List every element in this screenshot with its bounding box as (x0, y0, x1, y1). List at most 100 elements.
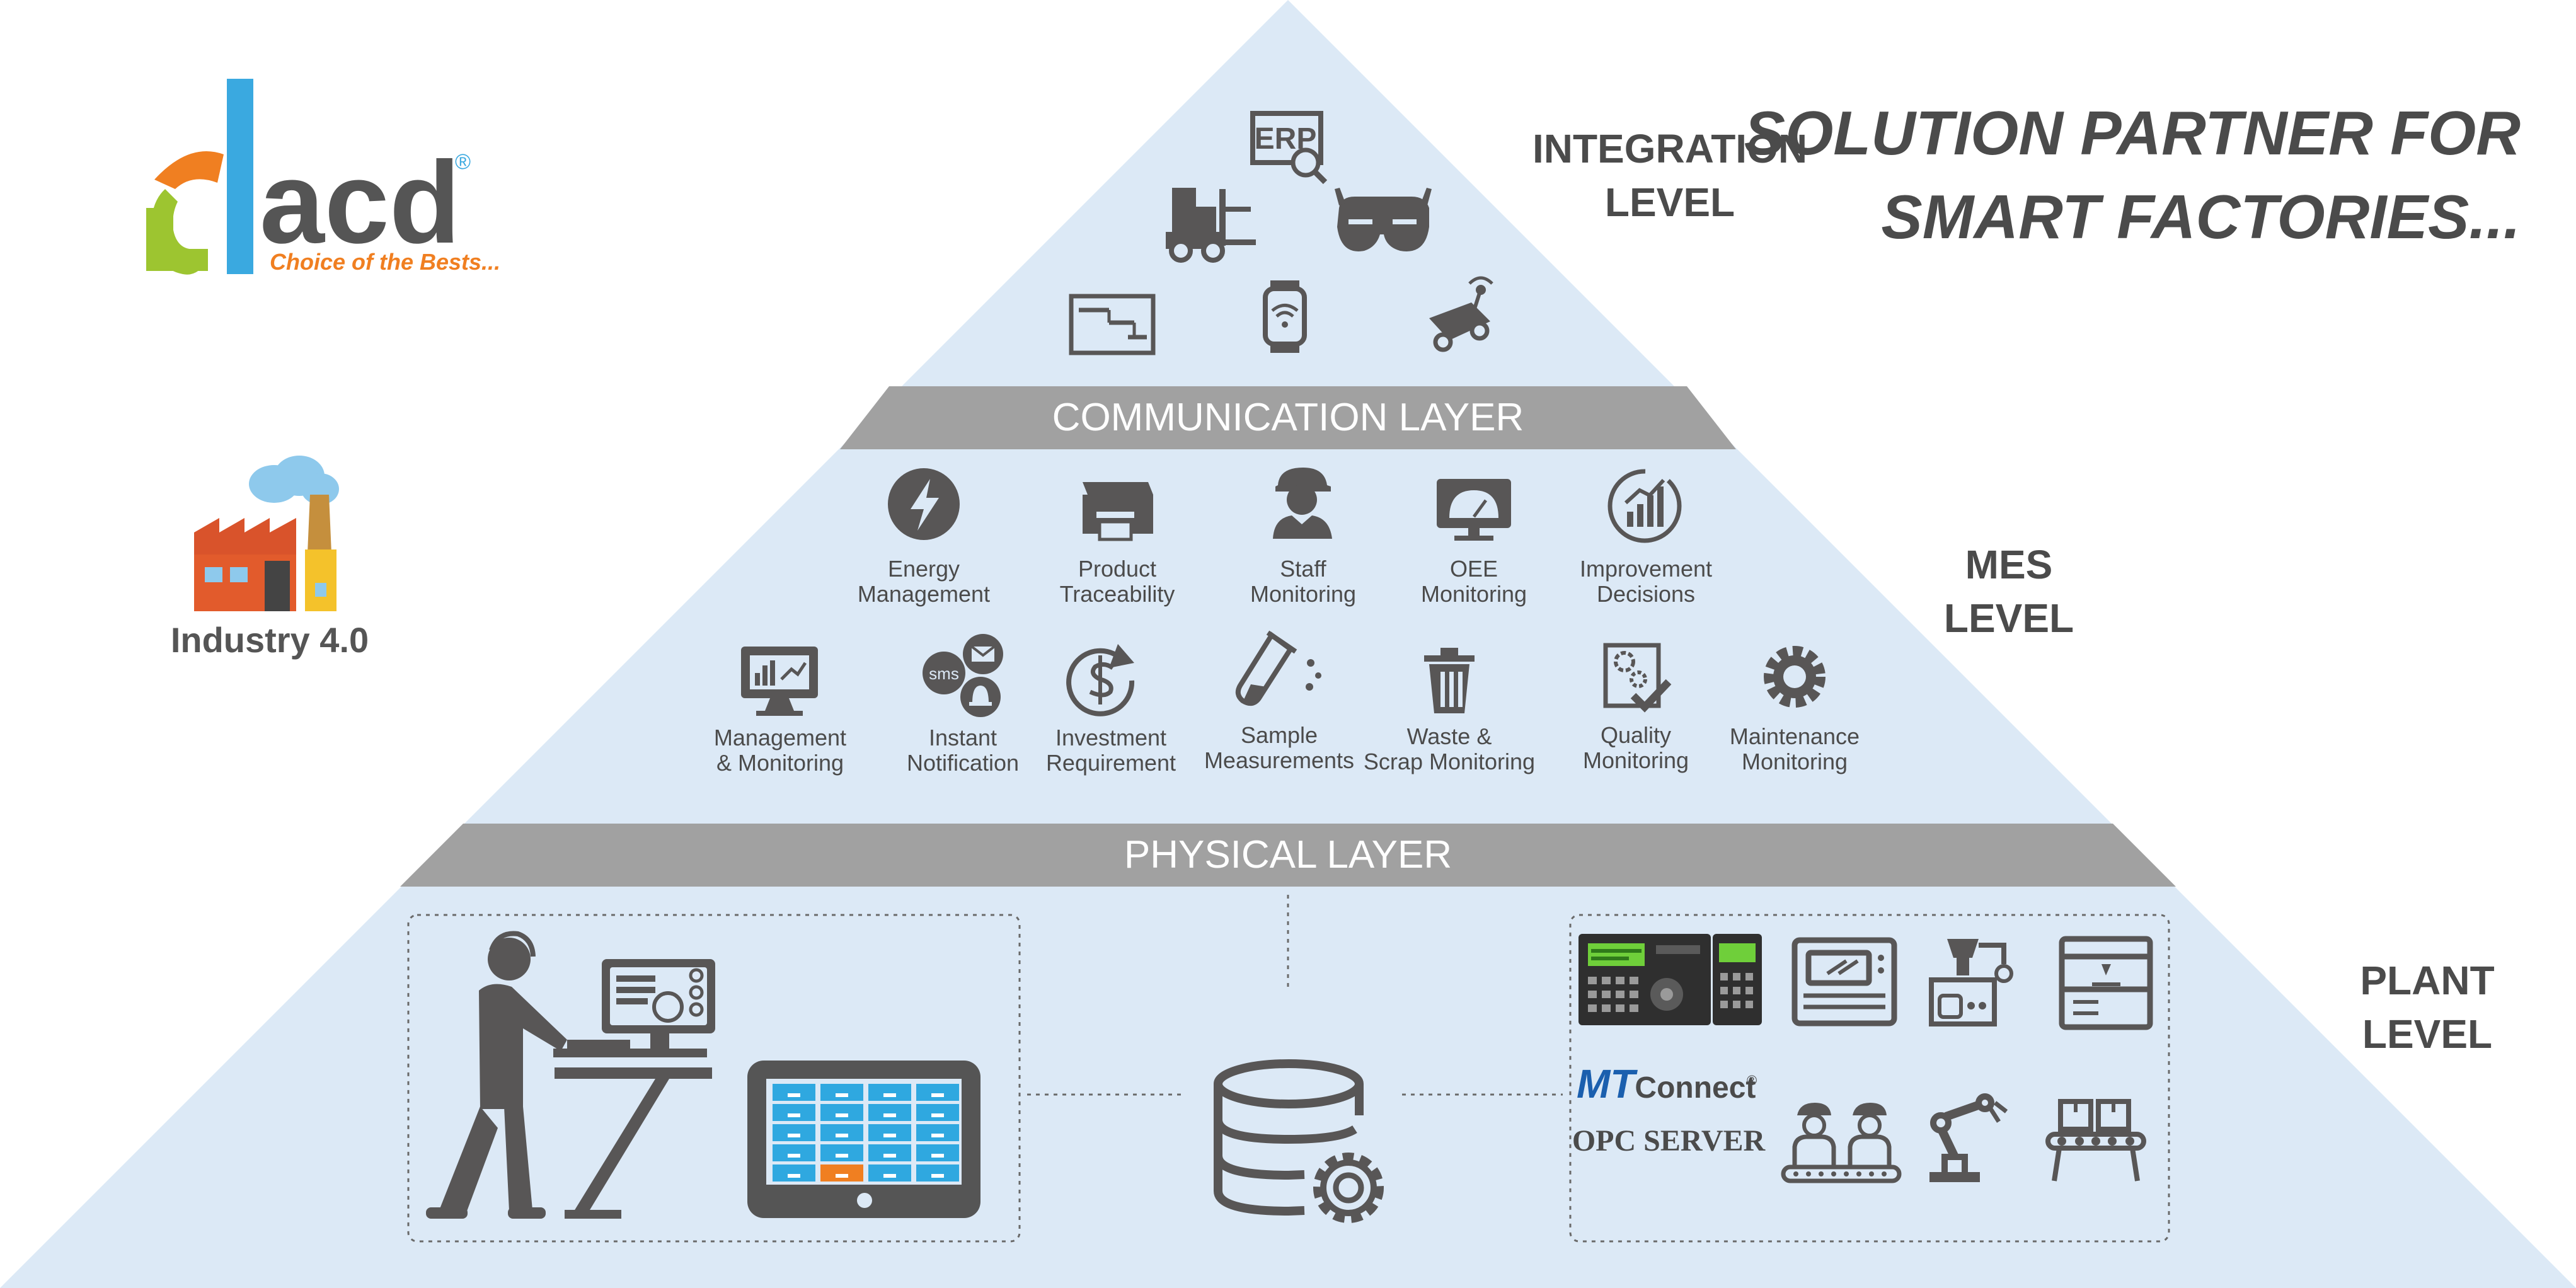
logo-registered-mark: ® (455, 150, 471, 174)
tablet-tile-glyph (836, 1113, 848, 1117)
tablet-tile (773, 1144, 815, 1161)
quality-label-1: Quality (1601, 722, 1671, 748)
tablet-tile (868, 1124, 911, 1141)
robot-arm-icon (1929, 1093, 2008, 1182)
tablet-tile-glyph (836, 1174, 848, 1178)
mes-level-line1: MES (1965, 542, 2053, 587)
tablet-tile-glyph (788, 1093, 800, 1097)
investment-label-1: Investment (1055, 725, 1166, 750)
smartwatch-icon (1263, 280, 1307, 353)
mtconnect-registered: ® (1747, 1072, 1757, 1088)
instant-label-2: Notification (907, 750, 1019, 776)
communication-layer-band (840, 386, 1736, 449)
smart-glasses-icon (1335, 188, 1432, 251)
test-tube-icon (1235, 630, 1321, 706)
opc-server-label: OPC SERVER (1572, 1124, 1766, 1158)
plant-level-line2: LEVEL (2362, 1011, 2492, 1057)
gantt-chart-icon (1069, 294, 1156, 355)
waste-label-2: Scrap Monitoring (1364, 749, 1535, 774)
management-label-2: & Monitoring (716, 750, 844, 776)
trash-icon (1424, 648, 1475, 713)
operator-station-icon (426, 931, 715, 1219)
gauge-icon (1437, 479, 1511, 541)
improvement-label-2: Decisions (1597, 581, 1695, 607)
product-label-2: Traceability (1060, 581, 1175, 607)
physical-layer-band (400, 824, 2176, 887)
tablet-tile-glyph (788, 1113, 800, 1117)
integration-level-line1: INTEGRATION (1532, 126, 1807, 171)
tablet-tile-glyph (836, 1093, 848, 1097)
tablet-tile (868, 1104, 911, 1121)
investment-label-2: Requirement (1046, 750, 1176, 776)
lightning-icon (888, 468, 960, 540)
3d-printer-icon (2059, 936, 2153, 1030)
sample-label-1: Sample (1241, 722, 1318, 748)
dollar-refresh-icon (1066, 644, 1135, 716)
oee-label-2: Monitoring (1421, 581, 1527, 607)
logo-wordmark: acd (260, 138, 461, 268)
tablet-tile-glyph (931, 1113, 944, 1117)
erp-icon: ERP (1250, 111, 1328, 185)
tablet-tile (820, 1084, 863, 1101)
tablet-tile-glyph (931, 1093, 944, 1097)
tablet-tile-glyph (931, 1134, 944, 1137)
printer-icon (1083, 482, 1153, 541)
improvement-label-1: Improvement (1580, 556, 1712, 582)
integration-level-line2: LEVEL (1605, 180, 1735, 225)
tablet-tile (773, 1124, 815, 1141)
quality-check-icon (1603, 643, 1672, 713)
notification-icon: sms (923, 634, 1003, 717)
tablet-tile-glyph (883, 1154, 896, 1158)
tablet-tile (773, 1164, 815, 1182)
headline-line1: SOLUTION PARTNER FOR (1744, 98, 2521, 168)
forklift-icon (1166, 188, 1256, 263)
staff-label-2: Monitoring (1250, 581, 1356, 607)
plc-controller-icon (1578, 934, 1762, 1025)
tablet-tile (868, 1084, 911, 1101)
tablet-tile (820, 1164, 863, 1182)
tablet-tile-glyph (788, 1134, 800, 1137)
tablet-tile-glyph (788, 1174, 800, 1178)
tablet-tile (916, 1084, 959, 1101)
tablet-tiles (773, 1084, 959, 1182)
headline-line2: SMART FACTORIES... (1881, 182, 2521, 251)
tablet-tile (916, 1124, 959, 1141)
plant-level-line1: PLANT (2360, 958, 2494, 1003)
company-logo: acd ® Choice of the Bests... (146, 79, 500, 275)
conveyor-boxes-icon (2045, 1099, 2146, 1182)
factory-icon (194, 456, 339, 611)
tablet-tile (868, 1144, 911, 1161)
tablet-tile (916, 1164, 959, 1182)
tablet-tile (773, 1084, 815, 1101)
tablet-tile-glyph (788, 1154, 800, 1158)
tablet-tile (820, 1104, 863, 1121)
tablet-tile (916, 1104, 959, 1121)
instant-label-1: Instant (929, 725, 997, 750)
mtconnect-logo: MTConnect (1577, 1061, 1756, 1107)
staff-label-1: Staff (1280, 556, 1326, 582)
maintenance-label-1: Maintenance (1730, 723, 1860, 749)
growth-chart-icon (1607, 469, 1682, 543)
workers-conveyor-icon (1781, 1103, 1902, 1183)
tablet-tile (820, 1144, 863, 1161)
management-label-1: Management (714, 725, 846, 750)
tablet-tile (773, 1104, 815, 1121)
maintenance-label-2: Monitoring (1742, 749, 1848, 774)
tablet-tile (820, 1124, 863, 1141)
tablet-tile (916, 1144, 959, 1161)
logo-c-orange-arc (154, 151, 224, 189)
tablet-dashboard-icon (747, 1061, 980, 1218)
tablet-tile-glyph (836, 1134, 848, 1137)
database-gear-icon (1214, 1059, 1384, 1223)
tablet-tile-glyph (883, 1093, 896, 1097)
product-label-1: Product (1078, 556, 1156, 582)
communication-layer-label: COMMUNICATION LAYER (1052, 396, 1524, 439)
industry-label: Industry 4.0 (171, 620, 369, 660)
tablet-tile-glyph (931, 1154, 944, 1158)
mes-level-line2: LEVEL (1944, 595, 2074, 641)
energy-label-1: Energy (888, 556, 960, 582)
tablet-tile-glyph (931, 1174, 944, 1178)
tablet-tile-glyph (836, 1154, 848, 1158)
